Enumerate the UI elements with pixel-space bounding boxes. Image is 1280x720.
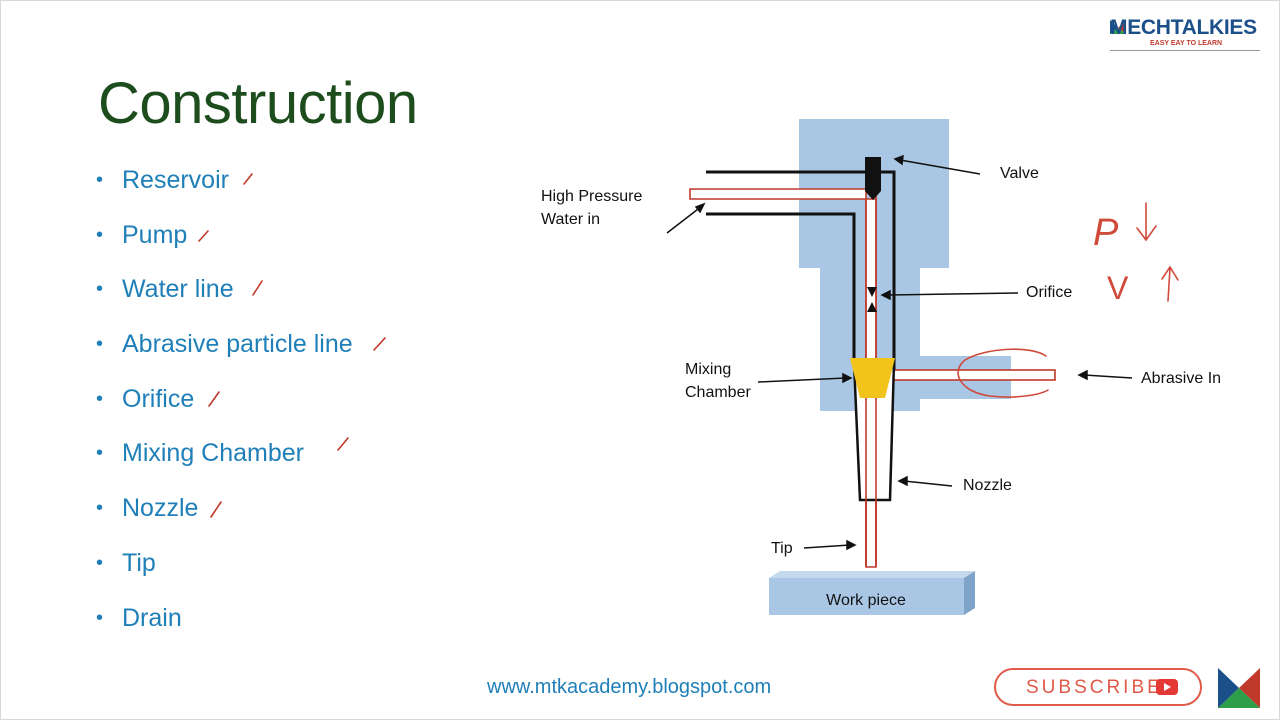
list-item-label: Nozzle <box>122 494 199 523</box>
high-pressure-label-2: Water in <box>541 211 600 228</box>
bullet-icon: • <box>96 387 104 410</box>
list-item-label: Drain <box>122 603 182 632</box>
list-item-label: Mixing Chamber <box>122 439 305 468</box>
housing-outline <box>706 170 896 370</box>
mixing-chamber-shape <box>850 358 895 398</box>
brand-logo: MECHTALKIES EASY EAY TO LEARN <box>1110 14 1260 54</box>
subscribe-label: SUBSCRIBE <box>1026 677 1163 698</box>
tick-mark-icon <box>373 337 386 351</box>
handwritten-notes <box>957 202 1179 398</box>
list-item-label: Orifice <box>122 384 195 413</box>
bullet-icon: • <box>96 442 104 465</box>
orifice-icon <box>867 287 877 312</box>
mixing-chamber-label: Mixing <box>685 361 731 378</box>
brand-mark-icon <box>1110 20 1126 34</box>
tip-label: Tip <box>771 540 793 557</box>
handwritten-p: P <box>1093 212 1119 254</box>
label-arrows <box>666 154 1133 551</box>
list-item-label: Reservoir <box>122 166 229 194</box>
tick-mark-icon <box>210 501 222 518</box>
bullet-icon: • <box>96 169 104 191</box>
bullet-icon: • <box>96 551 104 574</box>
list-item-label: Water line <box>122 275 234 304</box>
arrow-down-icon <box>1136 202 1157 242</box>
bullet-icon: • <box>96 606 104 629</box>
handwritten-v: V <box>1107 270 1129 306</box>
work-piece-block <box>769 571 975 615</box>
valve-icon <box>865 157 881 200</box>
tick-mark-icon <box>208 391 220 407</box>
list-item-label: Abrasive particle line <box>122 330 353 359</box>
channel-logo-icon[interactable] <box>1218 668 1260 708</box>
tick-mark-icon <box>252 280 263 296</box>
high-pressure-label: High Pressure <box>541 188 642 205</box>
brand-name: MECHTALKIES <box>1110 16 1257 39</box>
work-piece-label: Work piece <box>826 592 906 609</box>
bullet-icon: • <box>96 497 104 520</box>
machine-body <box>799 119 1011 411</box>
brand-tagline: EASY EAY TO LEARN <box>1150 40 1223 47</box>
bullet-icon: • <box>96 333 104 356</box>
valve-label: Valve <box>1000 165 1039 182</box>
orifice-label: Orifice <box>1026 284 1072 301</box>
website-link[interactable]: www.mtkacademy.blogspot.com <box>487 676 772 698</box>
tick-mark-icon <box>198 230 209 242</box>
bullet-icon: • <box>96 278 104 301</box>
list-item-label: Tip <box>122 548 156 577</box>
circle-annotation <box>957 348 1049 398</box>
tick-mark-icon <box>337 437 349 451</box>
bullet-icon: • <box>96 223 104 246</box>
subscribe-button[interactable]: SUBSCRIBE <box>994 668 1202 706</box>
brand-divider <box>1110 50 1260 51</box>
slide-title: Construction <box>98 71 418 136</box>
abrasive-in-label: Abrasive In <box>1141 370 1221 387</box>
abrasive-line <box>877 369 1056 381</box>
mixing-chamber-label-2: Chamber <box>685 384 751 401</box>
list-item-label: Pump <box>122 220 188 249</box>
youtube-icon <box>1156 679 1178 695</box>
tick-mark-icon <box>243 173 253 185</box>
arrow-up-icon <box>1161 265 1179 302</box>
nozzle-label: Nozzle <box>963 477 1012 494</box>
